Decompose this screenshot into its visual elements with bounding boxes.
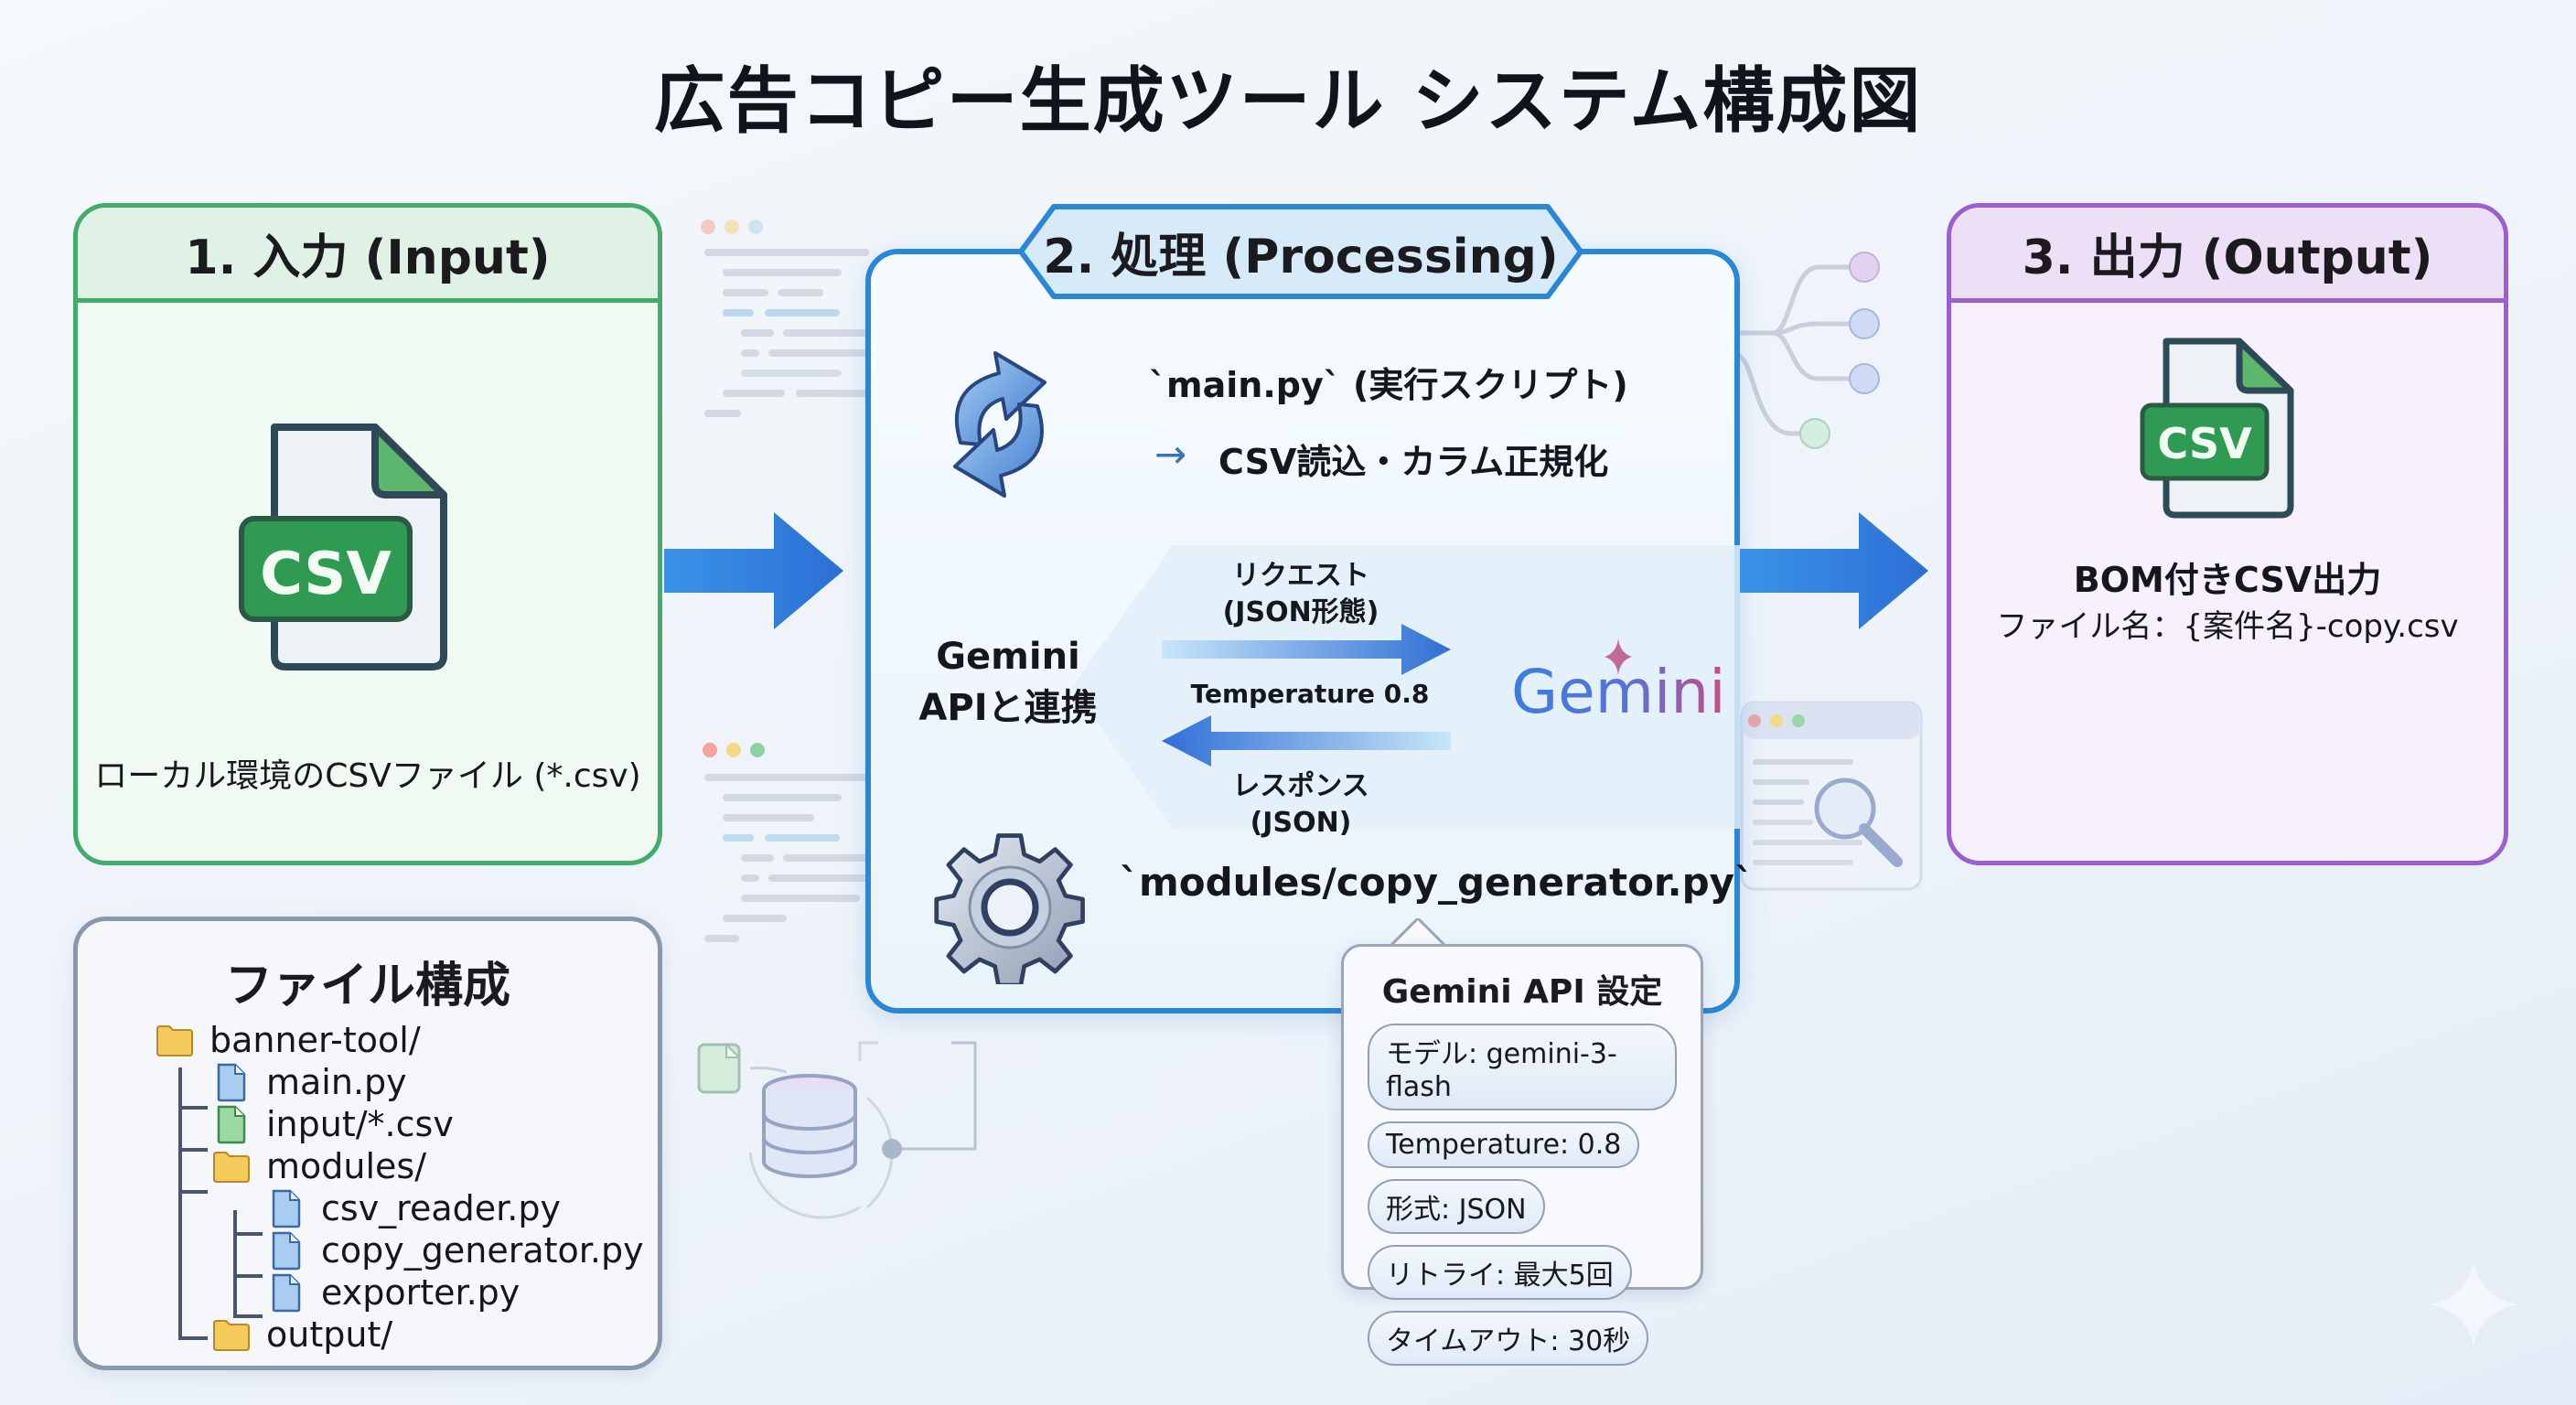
setting-timeout: タイムアウト: 30秒 (1368, 1311, 1649, 1366)
tree-connector (178, 1067, 182, 1338)
node-tree-decoration (1736, 252, 1880, 449)
module-label: `modules/copy_generator.py` (1120, 860, 1755, 905)
python-file-icon (272, 1231, 301, 1271)
tree-connector (178, 1148, 208, 1152)
api-link-label-line1: Gemini (936, 636, 1080, 678)
tree-connector (178, 1336, 208, 1340)
response-label-line1: レスポンス (1232, 770, 1369, 802)
tree-item-folder[interactable]: banner-tool/ (155, 1020, 421, 1060)
folder-icon (213, 1320, 250, 1351)
diagram-title: 広告コピー生成ツール システム構成図 (653, 60, 1923, 143)
tree-connector (178, 1106, 208, 1110)
refresh-cycle-icon (953, 351, 1046, 498)
api-link-label: Gemini APIと連携 (917, 631, 1100, 734)
tree-item-file[interactable]: csv_reader.py (266, 1188, 561, 1228)
browser-search-decoration (1740, 701, 1923, 891)
output-panel-header: 3. 出力 (Output) (1951, 208, 2504, 303)
csv-file-icon: CSV (2140, 338, 2294, 519)
request-label: リクエスト (JSON形態) (1173, 558, 1429, 631)
request-label-line2: (JSON形態) (1222, 596, 1379, 628)
python-file-icon (272, 1273, 301, 1313)
database-decoration (697, 1041, 977, 1219)
tree-connector (178, 1190, 208, 1194)
setting-model: モデル: gemini-3-flash (1368, 1024, 1677, 1110)
flow-arrow-processing-to-output (1740, 512, 1928, 629)
processing-panel: `main.py` (実行スクリプト) → CSV読込・カラム正規化 Gemin… (865, 249, 1754, 1014)
setting-temperature: Temperature: 0.8 (1368, 1121, 1640, 1168)
tree-connector (233, 1232, 263, 1236)
gear-icon (934, 833, 1085, 984)
setting-format: 形式: JSON (1368, 1179, 1545, 1234)
api-band-background (1072, 545, 1740, 829)
tree-item-file[interactable]: input/*.csv (211, 1104, 454, 1144)
tree-item-folder[interactable]: modules/ (211, 1146, 426, 1186)
request-arrow (1162, 624, 1451, 675)
api-link-label-line2: APIと連携 (918, 687, 1098, 729)
folder-icon (213, 1152, 250, 1183)
output-panel: 3. 出力 (Output) CSV BOM付きCSV出力 ファイル名：{案件名… (1947, 203, 2508, 865)
folder-icon (156, 1025, 193, 1056)
python-file-icon (272, 1189, 301, 1228)
response-label: レスポンス (JSON) (1173, 768, 1429, 842)
tree-item-label: exporter.py (321, 1272, 521, 1313)
csv-file-icon-label: CSV (2157, 419, 2252, 468)
tree-connector (233, 1314, 263, 1318)
main-script-description: CSV読込・カラム正規化 (1218, 442, 1609, 482)
request-label-line1: リクエスト (1232, 560, 1369, 592)
code-window-decoration (703, 743, 869, 942)
tree-item-file[interactable]: copy_generator.py (266, 1230, 644, 1271)
python-file-icon (217, 1063, 246, 1102)
processing-header-label: 2. 処理 (Processing) (1043, 229, 1559, 284)
csv-file-small-icon (217, 1105, 246, 1144)
main-script-label: `main.py` (実行スクリプト) (1149, 365, 1628, 405)
settings-title: Gemini API 設定 (1381, 973, 1663, 1011)
input-panel: 1. 入力 (Input) CSV ローカル環境のCSVファイル (*.csv) (73, 203, 662, 865)
flow-arrow-input-to-processing (664, 512, 843, 629)
sparkle-icon (2430, 1260, 2517, 1348)
output-filename: ファイル名：{案件名}-copy.csv (1996, 608, 2459, 645)
input-description: ローカル環境のCSVファイル (*.csv) (94, 757, 641, 795)
gemini-api-settings-card: Gemini API 設定 モデル: gemini-3-flash Temper… (1341, 944, 1703, 1366)
tree-item-label: output/ (266, 1314, 393, 1355)
code-window-decoration (701, 220, 869, 417)
file-structure-title: ファイル構成 (224, 959, 510, 1014)
temperature-label: Temperature 0.8 (1190, 679, 1430, 709)
tree-item-label: input/*.csv (266, 1104, 454, 1144)
setting-retry: リトライ: 最大5回 (1368, 1245, 1632, 1300)
tree-item-label: main.py (266, 1062, 407, 1102)
arrow-right-icon: → (1154, 432, 1187, 477)
csv-file-icon: CSV (239, 424, 447, 670)
tree-connector (233, 1274, 263, 1278)
response-label-line2: (JSON) (1250, 807, 1352, 839)
gemini-logo: Gemini (1511, 657, 1726, 727)
tree-item-folder[interactable]: output/ (211, 1314, 392, 1355)
tree-item-file[interactable]: exporter.py (266, 1272, 520, 1313)
response-arrow (1162, 715, 1451, 767)
tree-connector (233, 1210, 237, 1316)
processing-panel-header: 2. 処理 (Processing) (1017, 203, 1584, 300)
output-line1: BOM付きCSV出力 (2073, 560, 2382, 600)
tree-item-label: csv_reader.py (321, 1188, 561, 1228)
tree-item-file[interactable]: main.py (211, 1062, 407, 1102)
tree-item-label: copy_generator.py (321, 1230, 644, 1271)
file-structure-panel: ファイル構成 banner-tool/ main.py input/*.csv … (73, 917, 662, 1370)
input-panel-header: 1. 入力 (Input) (78, 208, 658, 303)
gemini-sparkle-icon (1605, 638, 1632, 675)
processing-header-badge (1018, 204, 1583, 299)
csv-file-icon-label: CSV (260, 541, 392, 608)
tree-item-label: banner-tool/ (209, 1020, 421, 1060)
tree-item-label: modules/ (266, 1146, 427, 1186)
callout-pointer (1390, 918, 1445, 948)
